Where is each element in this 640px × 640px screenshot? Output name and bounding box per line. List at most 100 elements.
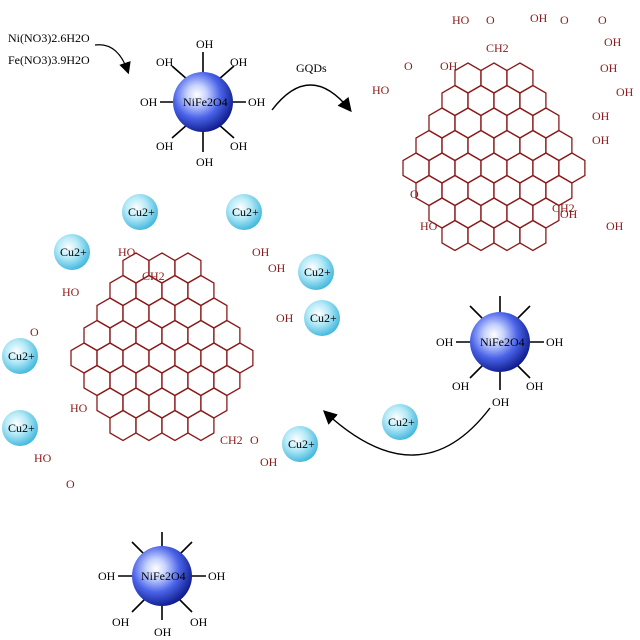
hexagon-ring — [135, 409, 163, 442]
reagent-nickel-nitrate: Ni(NO3)2.6H2O — [8, 31, 90, 45]
svg-text:OH: OH — [208, 569, 226, 583]
functional-group-label: HO — [420, 219, 438, 233]
svg-text:OH: OH — [112, 615, 130, 629]
functional-group-label: HO — [34, 451, 52, 465]
svg-text:OH: OH — [98, 569, 116, 583]
svg-text:OH: OH — [230, 139, 248, 153]
svg-text:OH: OH — [154, 625, 172, 639]
svg-text:NiFe2O4: NiFe2O4 — [141, 569, 186, 583]
svg-text:OH: OH — [196, 155, 214, 169]
svg-text:NiFe2O4: NiFe2O4 — [480, 335, 525, 349]
copper-ion-label: Cu2+ — [8, 349, 35, 363]
svg-text:OH: OH — [196, 37, 214, 51]
functional-group-label: OH — [530, 11, 548, 25]
nanoparticle-sphere-icon — [132, 546, 192, 606]
functional-group-label: O — [560, 13, 569, 27]
functional-group-label: O — [66, 477, 75, 491]
copper-ion-label: Cu2+ — [60, 245, 87, 259]
gqds-arrow — [271, 84, 352, 113]
svg-text:OH: OH — [248, 95, 266, 109]
functional-group-label: OH — [260, 455, 278, 469]
svg-text:OH: OH — [140, 95, 158, 109]
functional-group-label: OH — [600, 61, 618, 75]
svg-text:Cu2+: Cu2+ — [388, 415, 415, 429]
svg-text:OH: OH — [526, 379, 544, 393]
copper-ion-label: Cu2+ — [288, 437, 315, 451]
copper-ion-sphere-icon — [304, 300, 340, 336]
svg-text:OH: OH — [230, 55, 248, 69]
copper-ion-sphere-icon — [54, 234, 90, 270]
functional-group-label: OH — [604, 35, 622, 49]
hexagon-ring — [467, 219, 495, 252]
reagent-arrow — [94, 44, 131, 75]
copper-ion-reagent: Cu2+ — [382, 404, 418, 440]
functional-group-label: OH — [616, 85, 634, 99]
functional-group-label: HO — [372, 83, 390, 97]
svg-text:OH: OH — [156, 55, 174, 69]
nanoparticle-3: NiFe2O4 OH OH OH OH OH — [98, 532, 226, 639]
functional-group-label: OH — [592, 109, 610, 123]
reagent-iron-label: Fe(NO3)3.9H2O — [8, 53, 90, 67]
copper-ions: Cu2+ Cu2+ Cu2+ Cu2+ Cu2+ Cu2+ Cu2+ Cu2+ — [2, 194, 340, 462]
functional-group-label: CH2 — [486, 41, 509, 55]
nanoparticle-label: NiFe2O4 — [183, 95, 228, 109]
copper-ion-label: Cu2+ — [232, 205, 259, 219]
svg-text:OH: OH — [546, 335, 564, 349]
svg-text:OH: OH — [436, 335, 454, 349]
functional-group-label: CH2 — [552, 201, 575, 215]
gqds-label: GQDs — [296, 61, 327, 75]
copper-ion-label: Cu2+ — [304, 265, 331, 279]
functional-group-label: O — [404, 59, 413, 73]
hexagon-ring — [187, 409, 215, 442]
functional-group-label: CH2 — [220, 433, 243, 447]
functional-group-label: O — [250, 433, 259, 447]
copper-ion-sphere-icon — [122, 194, 158, 230]
functional-group-label: HO — [70, 401, 88, 415]
copper-ion-label: Cu2+ — [8, 421, 35, 435]
functional-group-label: HO — [62, 285, 80, 299]
copper-ion-sphere-icon — [298, 254, 334, 290]
copper-ion-sphere-icon — [2, 338, 38, 374]
reagent-iron-nitrate: Fe(NO3)3.9H2O — [8, 53, 90, 67]
copper-ion-sphere-icon — [2, 410, 38, 446]
copper-ion-sphere-icon — [226, 194, 262, 230]
functional-group-label: OH — [606, 219, 624, 233]
hydroxyl-groups: OH OH OH OH OH — [436, 335, 564, 409]
nanoparticle-sphere-icon — [470, 312, 530, 372]
functional-group-label: CH2 — [142, 269, 165, 283]
nanoparticle-2: NiFe2O4 OH OH OH OH OH — [436, 296, 564, 409]
hexagon-ring — [493, 219, 521, 252]
hexagon-ring — [161, 409, 189, 442]
functional-group-label: O — [598, 13, 607, 27]
functional-group-label: OH — [268, 261, 286, 275]
functional-group-label: OH — [560, 207, 578, 221]
functional-group-label: O — [30, 325, 39, 339]
hexagon-ring — [109, 409, 137, 442]
reagent-nickel-label: Ni(NO3)2.6H2O — [8, 31, 90, 45]
svg-text:OH: OH — [190, 615, 208, 629]
nanoparticle-sphere-icon — [173, 72, 233, 132]
functional-group-label: OH — [276, 311, 294, 325]
svg-text:OH: OH — [156, 139, 174, 153]
functional-group-label: OH — [592, 133, 610, 147]
copper-ion-label: Cu2+ — [128, 205, 155, 219]
functional-group-label: HO — [118, 245, 136, 259]
cu-adsorption-arrow — [322, 407, 491, 456]
copper-ion-sphere-icon — [282, 426, 318, 462]
functional-group-label: O — [486, 13, 495, 27]
hydroxyl-groups: OH OH OH OH OH OH OH OH — [140, 37, 266, 169]
functional-group-label: HO — [452, 13, 470, 27]
svg-text:OH: OH — [452, 379, 470, 393]
functional-group-label: O — [410, 187, 419, 201]
copper-ion-label: Cu2+ — [310, 311, 337, 325]
copper-ion-sphere-icon — [382, 404, 418, 440]
svg-text:OH: OH — [492, 395, 510, 409]
hydroxyl-groups: OH OH OH OH OH — [98, 569, 226, 639]
functional-group-label: OH — [440, 59, 458, 73]
functional-group-label: OH — [252, 245, 270, 259]
nanoparticle-1: NiFe2O4 OH OH OH OH OH OH OH OH — [140, 37, 266, 169]
hexagon-ring — [519, 219, 547, 252]
